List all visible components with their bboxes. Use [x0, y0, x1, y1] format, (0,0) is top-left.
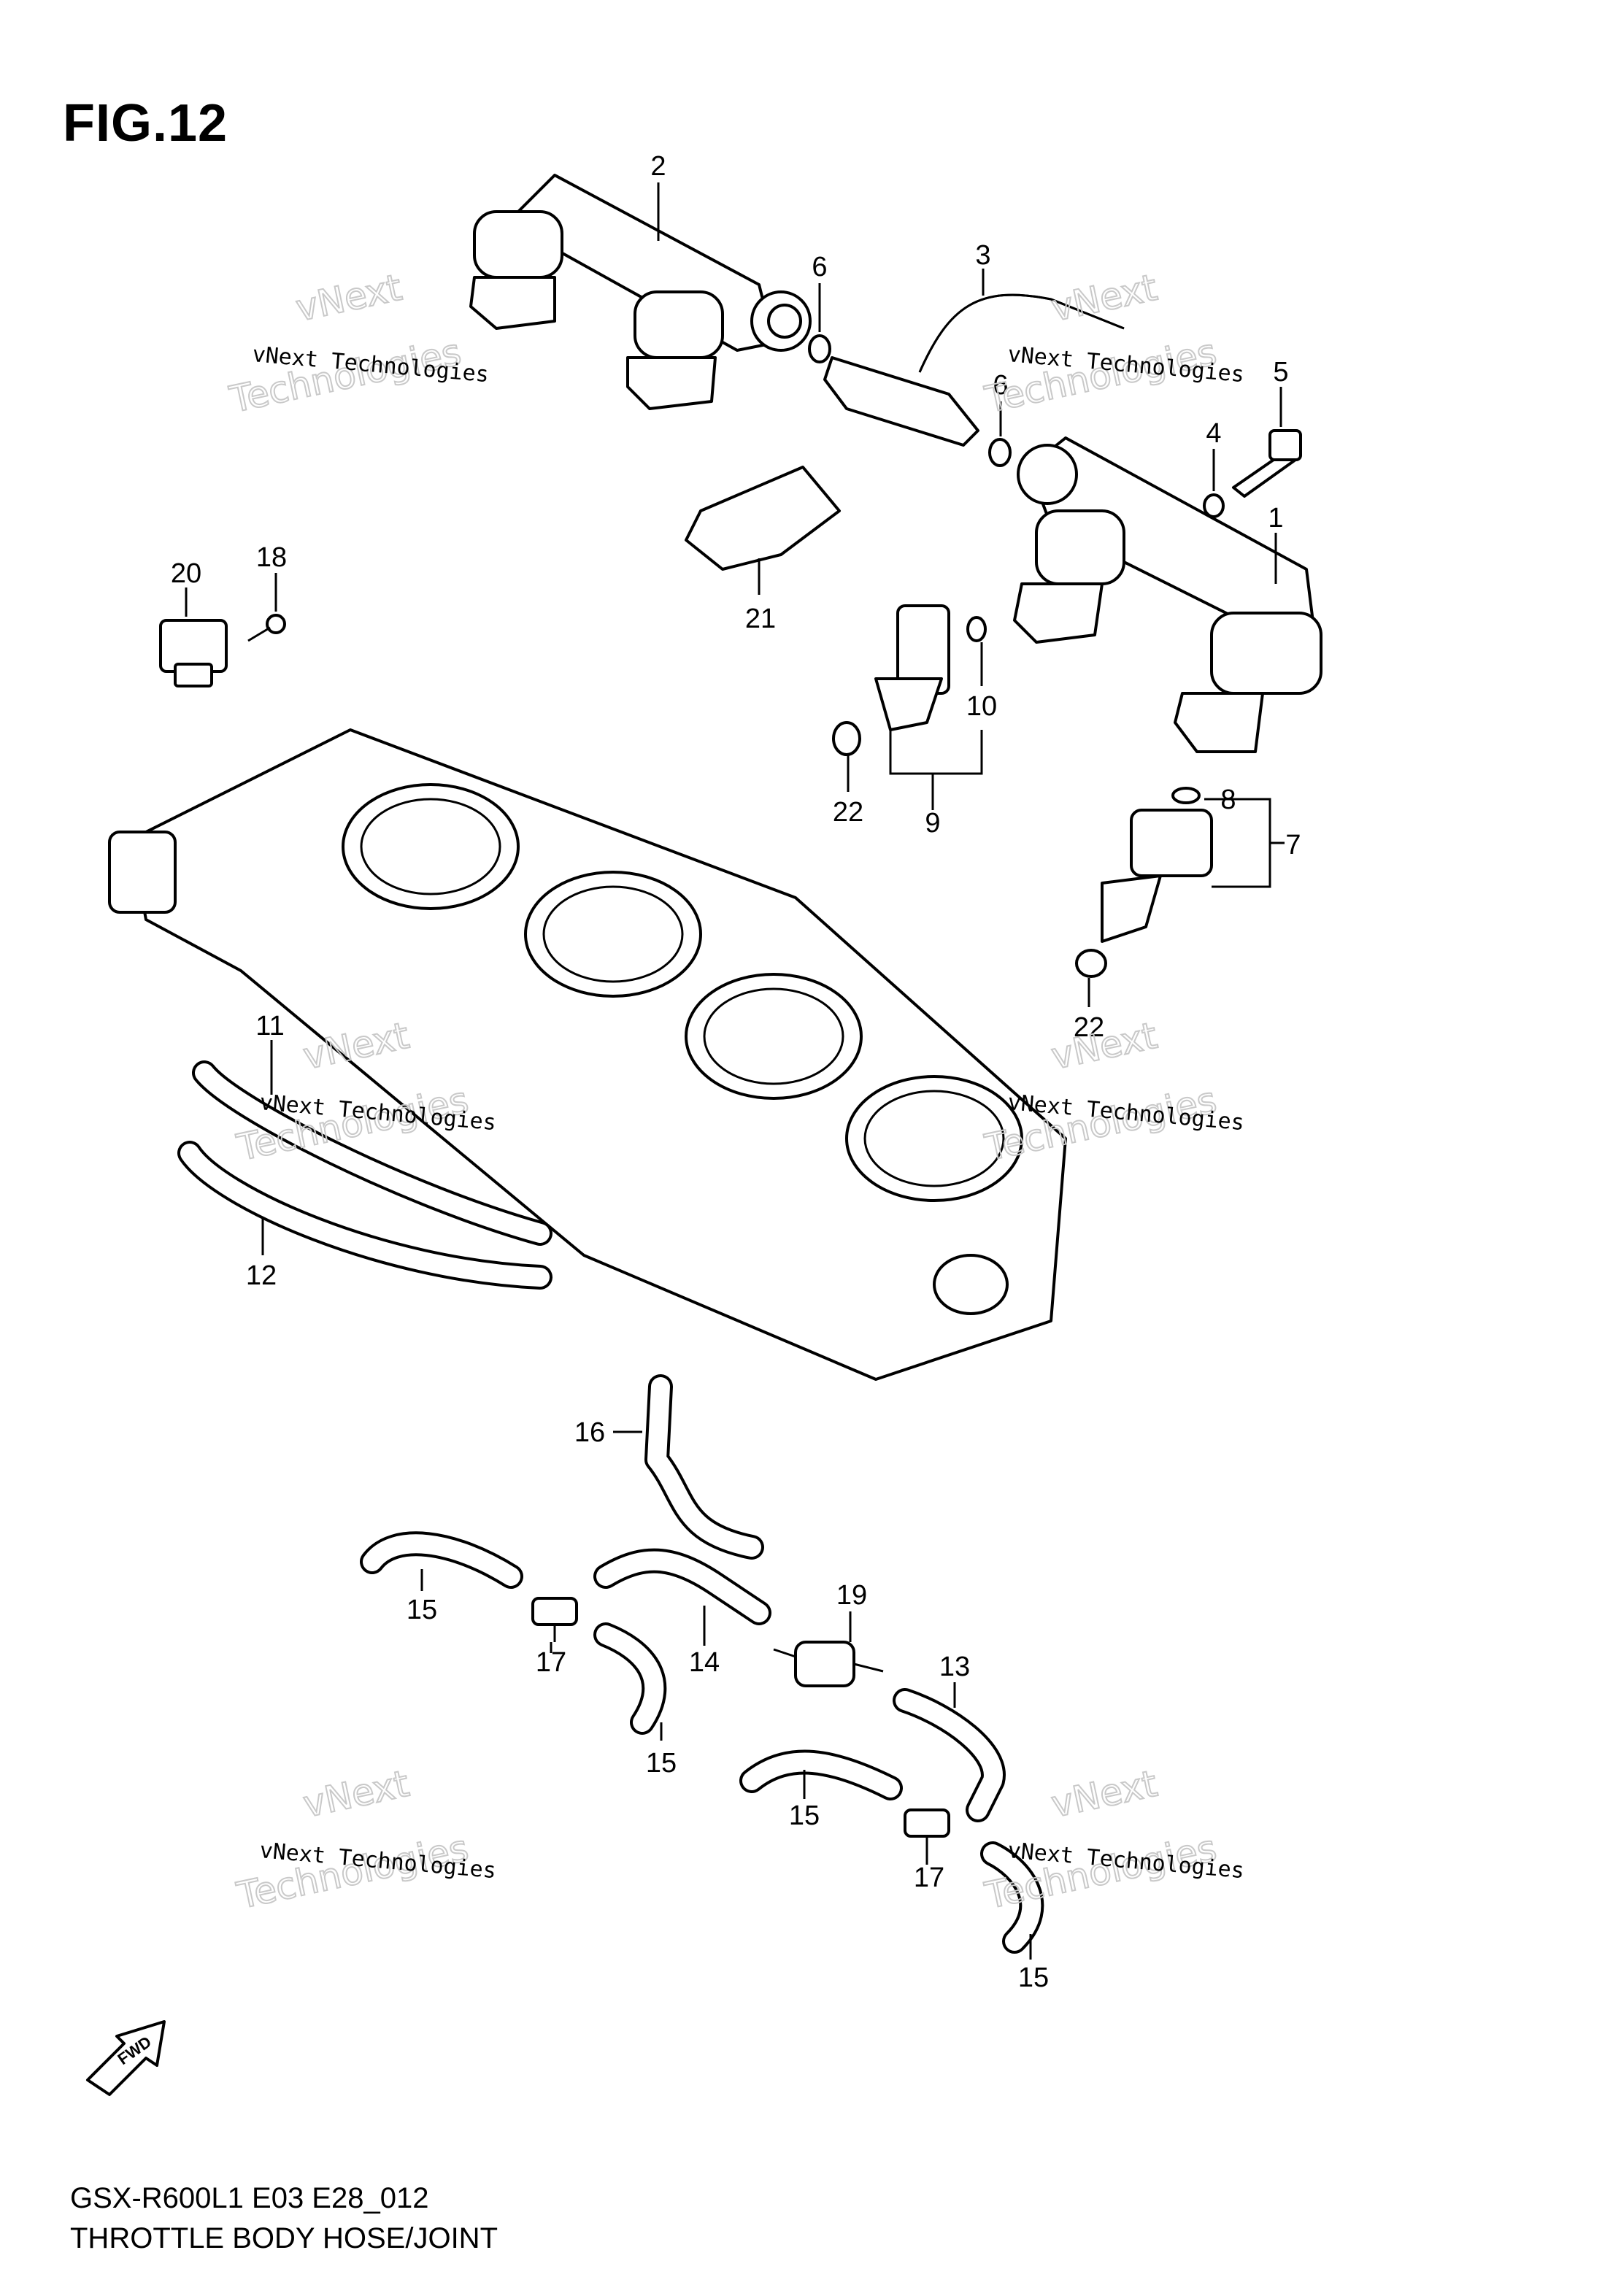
- figure-title: FIG.12: [63, 94, 228, 153]
- callout-15: 15: [407, 1595, 437, 1625]
- hose-15d: [980, 1841, 1044, 1954]
- callout-2: 2: [650, 151, 666, 182]
- hose-15c: [739, 1749, 903, 1800]
- callout-13: 13: [939, 1652, 970, 1682]
- watermark-vnext: vNext: [299, 1763, 412, 1826]
- callout-18: 18: [256, 542, 287, 573]
- o-ring-6b: [988, 438, 1012, 467]
- joint-17a: [531, 1597, 578, 1642]
- callout-6: 6: [812, 252, 827, 282]
- callout-labels: 2 6 3 6 5 4 1 18 20 21 10 22 9 8 7 22 11 12 16 19 15 17 14 13 15…: [171, 151, 1301, 1993]
- callout-21: 21: [745, 604, 776, 634]
- callout-12: 12: [246, 1260, 277, 1291]
- callout-1: 1: [1268, 503, 1283, 533]
- hose-16: [644, 1374, 764, 1560]
- callout-20: 20: [171, 558, 201, 589]
- callout-14: 14: [689, 1647, 720, 1678]
- watermark-vnext: vNext: [1047, 1763, 1160, 1826]
- callout-10: 10: [966, 691, 997, 722]
- hose-13: [893, 1688, 1006, 1822]
- callout-15: 15: [1018, 1962, 1049, 1993]
- sensor-20: [159, 619, 228, 687]
- injector-7: [1075, 787, 1213, 978]
- joint-pipe-3: [823, 293, 1125, 447]
- hose-15a: [360, 1531, 523, 1589]
- o-ring-6a: [808, 334, 831, 363]
- callout-17: 17: [914, 1862, 944, 1893]
- washer-4: [1203, 493, 1225, 518]
- joint-17b: [904, 1808, 950, 1854]
- joint-19: [773, 1641, 884, 1687]
- watermark-vnext: vNext: [292, 266, 405, 330]
- fuel-rail-1: [1013, 436, 1322, 753]
- callout-22: 22: [1074, 1012, 1104, 1043]
- callout-5: 5: [1273, 357, 1288, 388]
- watermark-vnext: vNext: [1047, 1014, 1160, 1078]
- hose-12: [177, 1141, 552, 1290]
- callout-17: 17: [536, 1647, 566, 1678]
- hose-15b: [593, 1622, 667, 1735]
- callout-8: 8: [1220, 785, 1236, 815]
- callout-6: 6: [993, 370, 1008, 401]
- bolt-5: [1232, 429, 1302, 498]
- injector-9: [832, 604, 987, 756]
- fwd-arrow: FWD: [86, 2020, 166, 2096]
- callout-15: 15: [789, 1800, 820, 1831]
- callout-4: 4: [1206, 418, 1221, 449]
- callout-19: 19: [836, 1580, 867, 1611]
- footer-name: THROTTLE BODY HOSE/JOINT: [70, 2222, 498, 2254]
- throttle-body: [108, 728, 1067, 1381]
- callout-11: 11: [255, 1011, 284, 1041]
- callout-15: 15: [646, 1748, 677, 1779]
- callout-7: 7: [1285, 830, 1301, 860]
- footer-code: GSX-R600L1 E03 E28_012: [70, 2182, 429, 2214]
- leader-lines: [185, 182, 1285, 1960]
- hose-14: [593, 1548, 771, 1625]
- hose-11: [192, 1060, 552, 1246]
- clamp-21: [685, 466, 841, 571]
- callout-3: 3: [975, 240, 990, 271]
- callout-9: 9: [925, 808, 940, 839]
- screw-18: [247, 614, 286, 642]
- callout-16: 16: [574, 1417, 605, 1448]
- fuel-rail-2: [469, 174, 812, 410]
- callout-22: 22: [833, 797, 863, 828]
